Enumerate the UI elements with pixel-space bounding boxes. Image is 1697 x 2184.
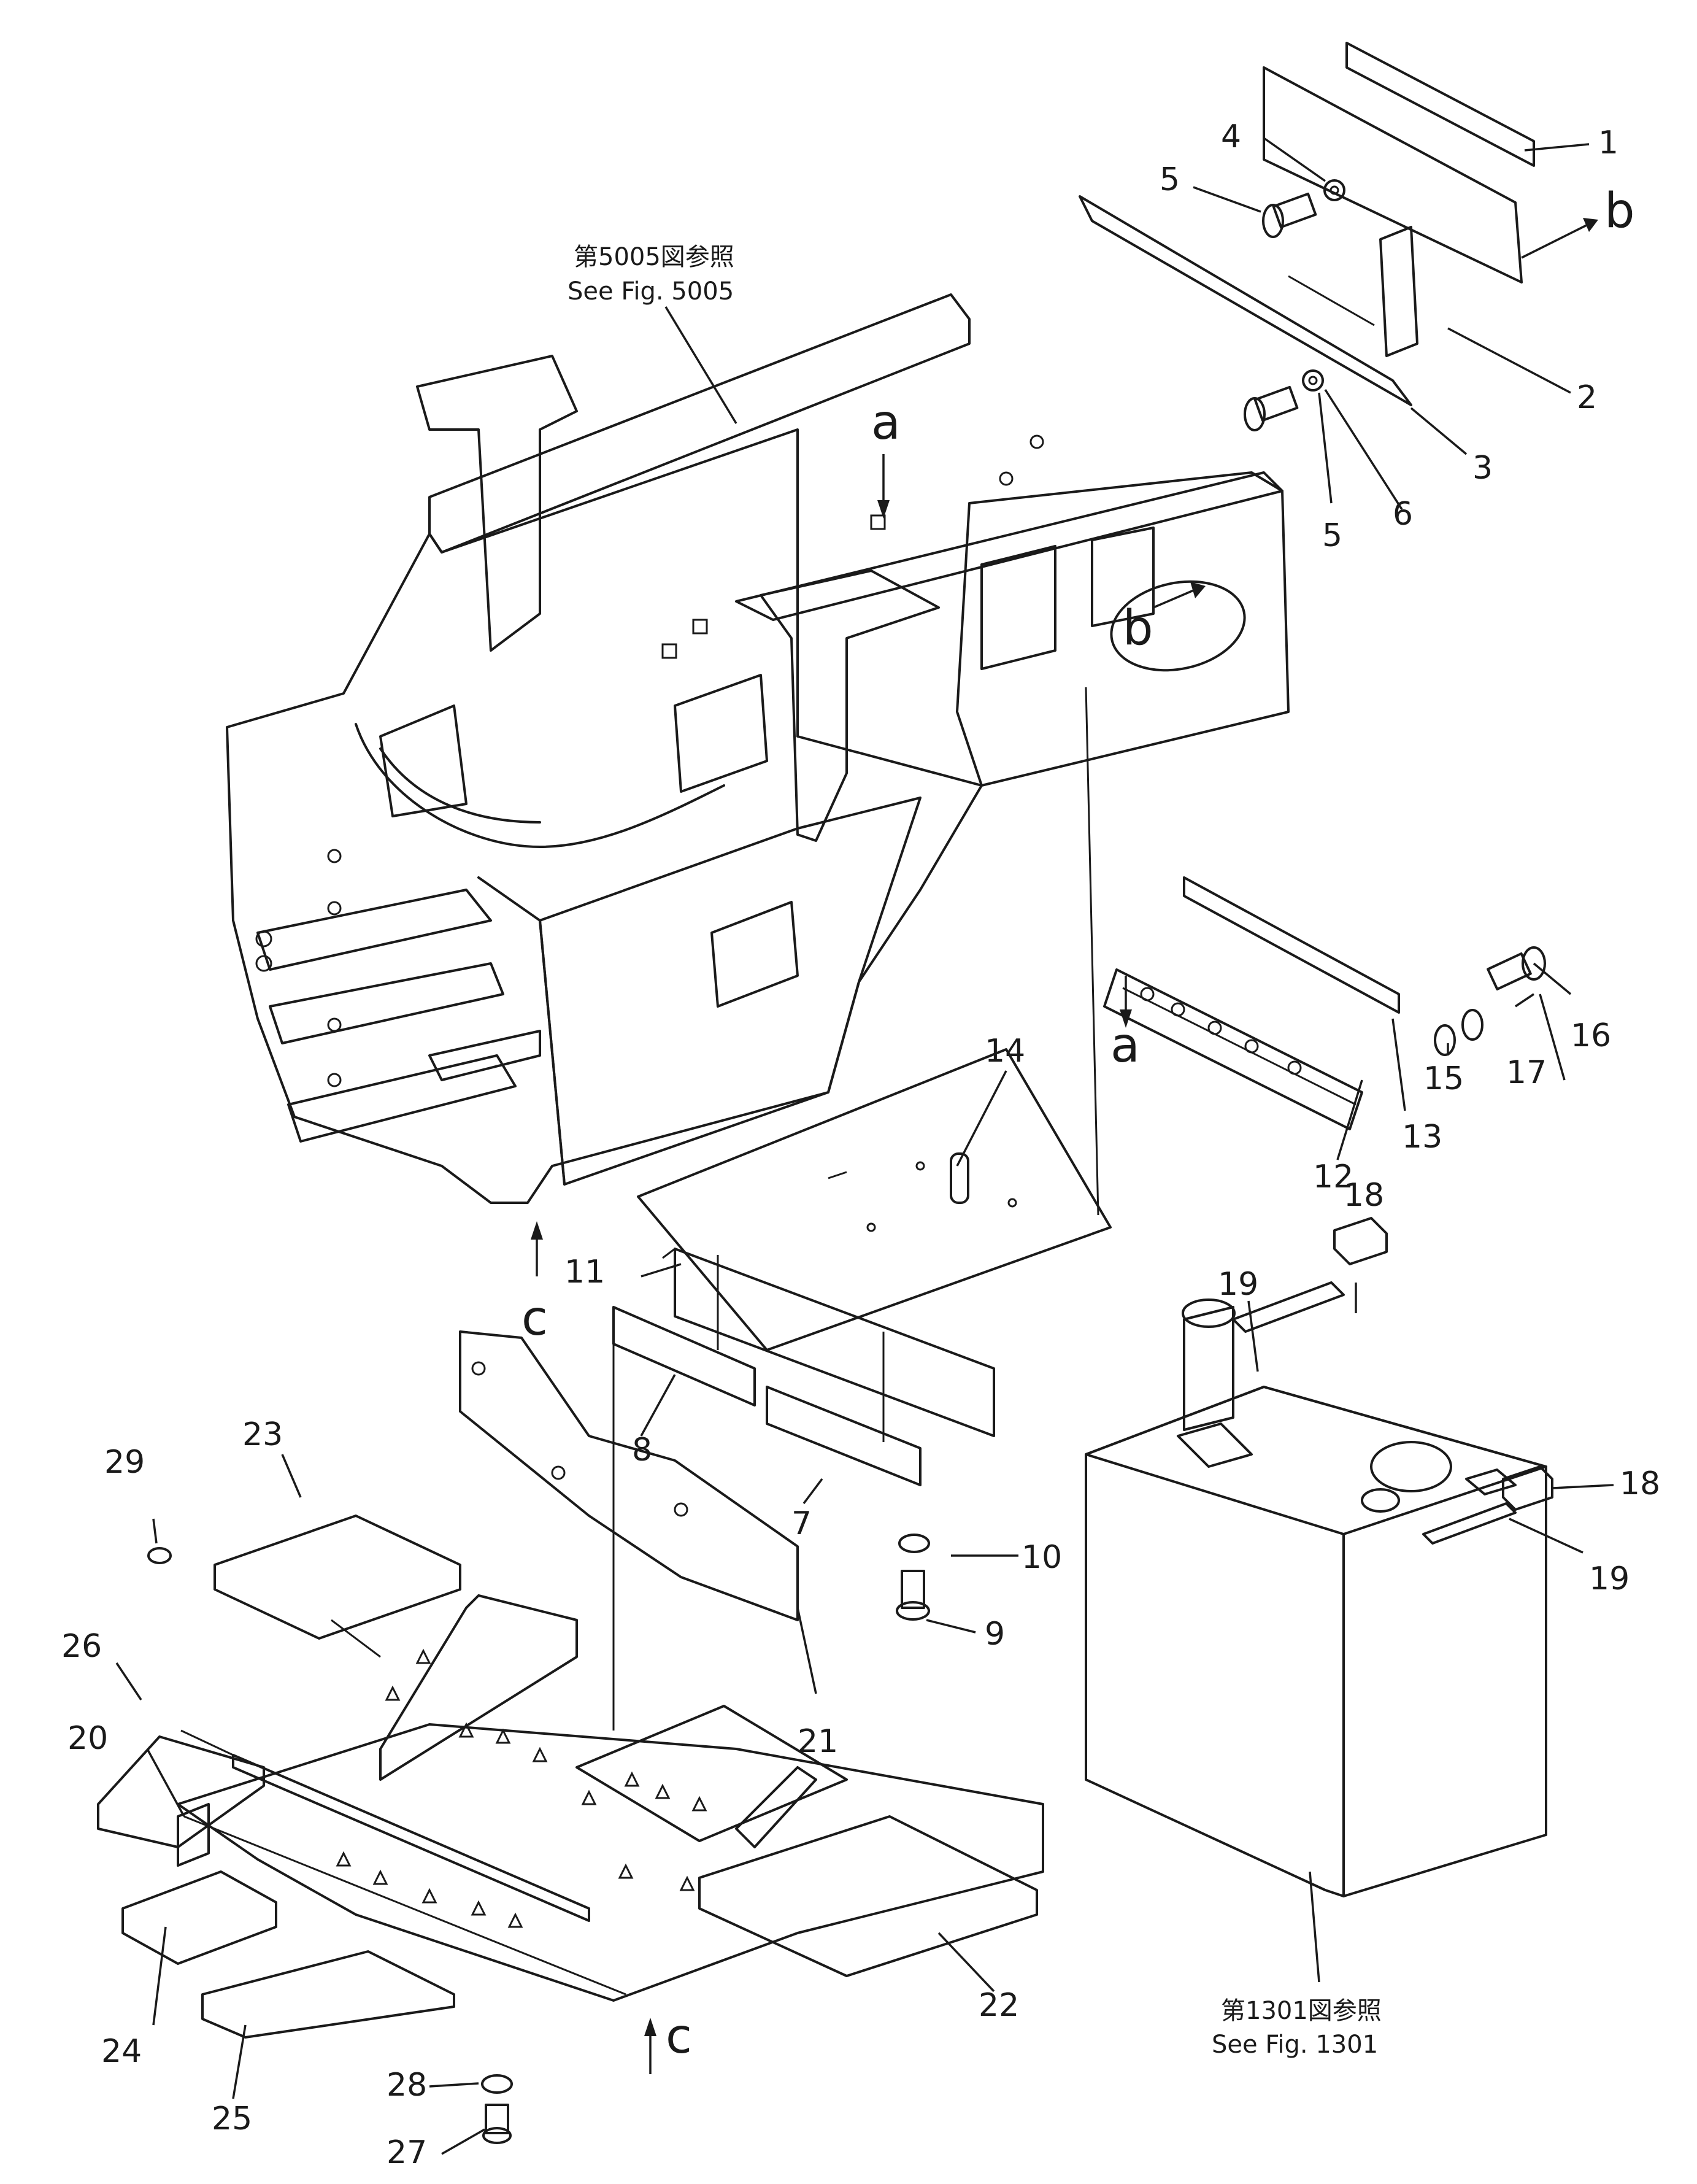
- callout-25: 25: [212, 2101, 252, 2137]
- part-11-beam: [674, 1248, 995, 1437]
- part-14-floor-plate: [637, 687, 1112, 1351]
- part-26-pad: [97, 1735, 265, 1848]
- part-19-strip-top: [1232, 1281, 1345, 1333]
- callout-12: 12: [1313, 1159, 1353, 1195]
- svg-text:a: a: [871, 395, 901, 450]
- part-27-bolt: [482, 2104, 512, 2144]
- view-marker-a-top: a: [871, 395, 901, 519]
- callout-16: 16: [1571, 1017, 1611, 1054]
- part-28-washer: [481, 2074, 513, 2094]
- part-2-plate: [1263, 66, 1523, 284]
- main-frame: [226, 293, 1290, 1204]
- part-18-block-top: [1333, 1217, 1388, 1265]
- cover-plates-group: [1079, 42, 1535, 431]
- svg-text:c: c: [666, 2009, 692, 2064]
- part-4-washer: [1323, 179, 1345, 201]
- callout-17: 17: [1506, 1054, 1547, 1091]
- part-8-bracket: [612, 1306, 756, 1406]
- tank-ref-en: See Fig. 1301: [1212, 2031, 1378, 2059]
- callout-19-top: 19: [1218, 1266, 1258, 1303]
- part-29-washer: [147, 1547, 172, 1564]
- part-24-pad: [121, 1870, 277, 1965]
- svg-text:a: a: [1110, 1018, 1140, 1073]
- part-19-strip-right: [1422, 1502, 1517, 1545]
- floor-gusset-left: [379, 1594, 578, 1781]
- part-3-strip: [1079, 195, 1412, 406]
- part-22-pad: [698, 1815, 1038, 1977]
- part-5-bolt-lower: [1244, 385, 1299, 431]
- part-15-washer: [1434, 1024, 1456, 1056]
- callout-leaders: [115, 137, 1614, 2155]
- callout-9: 9: [985, 1616, 1005, 1653]
- callout-3: 3: [1472, 450, 1493, 487]
- view-marker-c-frame: c: [521, 1221, 548, 1346]
- part-13-rail: [1183, 876, 1400, 1014]
- filler-neck: [1183, 1306, 1234, 1431]
- view-marker-a-rail: a: [1110, 976, 1140, 1073]
- callout-24: 24: [101, 2033, 142, 2070]
- frame-ref-jp: 第5005図参照: [574, 243, 734, 271]
- bottom-brackets-group: [612, 1248, 995, 1621]
- view-marker-c-floor: c: [644, 2009, 692, 2074]
- tank-cap: [1370, 1441, 1452, 1492]
- callout-29: 29: [104, 1444, 145, 1481]
- svg-text:c: c: [521, 1291, 548, 1346]
- fuel-tank: [1085, 1298, 1547, 1983]
- part-9-bolt: [896, 1570, 930, 1621]
- svg-text:b: b: [1123, 601, 1153, 656]
- callout-8: 8: [632, 1432, 652, 1468]
- tank-boss: [1177, 1422, 1253, 1468]
- callout-22: 22: [979, 1987, 1019, 2024]
- callout-numbers: 1 2 3 4 5 5 6 7 8 9 10 11 12 13 14 15 16…: [61, 118, 1660, 2171]
- side-rails-group: [1103, 876, 1546, 1130]
- part-21-plate: [459, 1330, 799, 1621]
- callout-11: 11: [564, 1254, 605, 1291]
- callout-5-lower: 5: [1322, 517, 1342, 554]
- part-7-bracket: [766, 1386, 922, 1486]
- part-20-bracket: [177, 1803, 210, 1867]
- callout-28: 28: [387, 2067, 427, 2104]
- callout-18-right: 18: [1620, 1465, 1660, 1502]
- part-25-pad: [201, 1950, 455, 2039]
- callout-5-upper: 5: [1160, 161, 1180, 198]
- callout-21: 21: [798, 1723, 838, 1760]
- callout-18-top: 18: [1344, 1177, 1384, 1214]
- part-18-block-right: [1502, 1465, 1553, 1511]
- part-5-bolt-upper: [1262, 192, 1317, 238]
- view-marker-b-plate: b: [1521, 183, 1635, 259]
- floor-slot: [232, 1754, 590, 1922]
- part-16-bolt: [1487, 946, 1546, 990]
- callout-2: 2: [1577, 379, 1597, 416]
- callout-20: 20: [67, 1720, 108, 1757]
- tank-ref-jp: 第1301図参照: [1221, 1997, 1382, 2025]
- callout-14: 14: [985, 1033, 1025, 1070]
- part-12-angle: [1103, 968, 1363, 1130]
- svg-text:b: b: [1604, 183, 1635, 239]
- part-1-plate: [1345, 42, 1535, 167]
- callout-23: 23: [242, 1416, 283, 1453]
- part-17-washer: [1461, 1009, 1483, 1041]
- callout-6: 6: [1393, 496, 1413, 533]
- part-2-bracket: [1379, 226, 1418, 357]
- callout-26: 26: [61, 1628, 102, 1665]
- part-6-washer: [1302, 369, 1324, 392]
- part-10-washer: [898, 1534, 930, 1553]
- callout-27: 27: [387, 2134, 427, 2171]
- callout-19-right: 19: [1589, 1561, 1630, 1597]
- callout-1: 1: [1598, 125, 1618, 161]
- floor-opening: [575, 1705, 848, 1842]
- part-23-pad: [214, 1515, 461, 1640]
- tank-reference-note: 第1301図参照 See Fig. 1301: [1212, 1997, 1382, 2059]
- bottom-floor-assembly: [177, 1338, 1044, 2002]
- frame-reference-note: 第5005図参照 See Fig. 5005: [568, 243, 737, 424]
- view-marker-b-frame: b: [1123, 582, 1206, 656]
- callout-4: 4: [1221, 118, 1241, 155]
- callout-15: 15: [1423, 1060, 1464, 1097]
- callout-10: 10: [1022, 1539, 1062, 1576]
- callout-7: 7: [791, 1505, 812, 1542]
- frame-ref-en: See Fig. 5005: [568, 277, 734, 306]
- callout-13: 13: [1402, 1119, 1442, 1156]
